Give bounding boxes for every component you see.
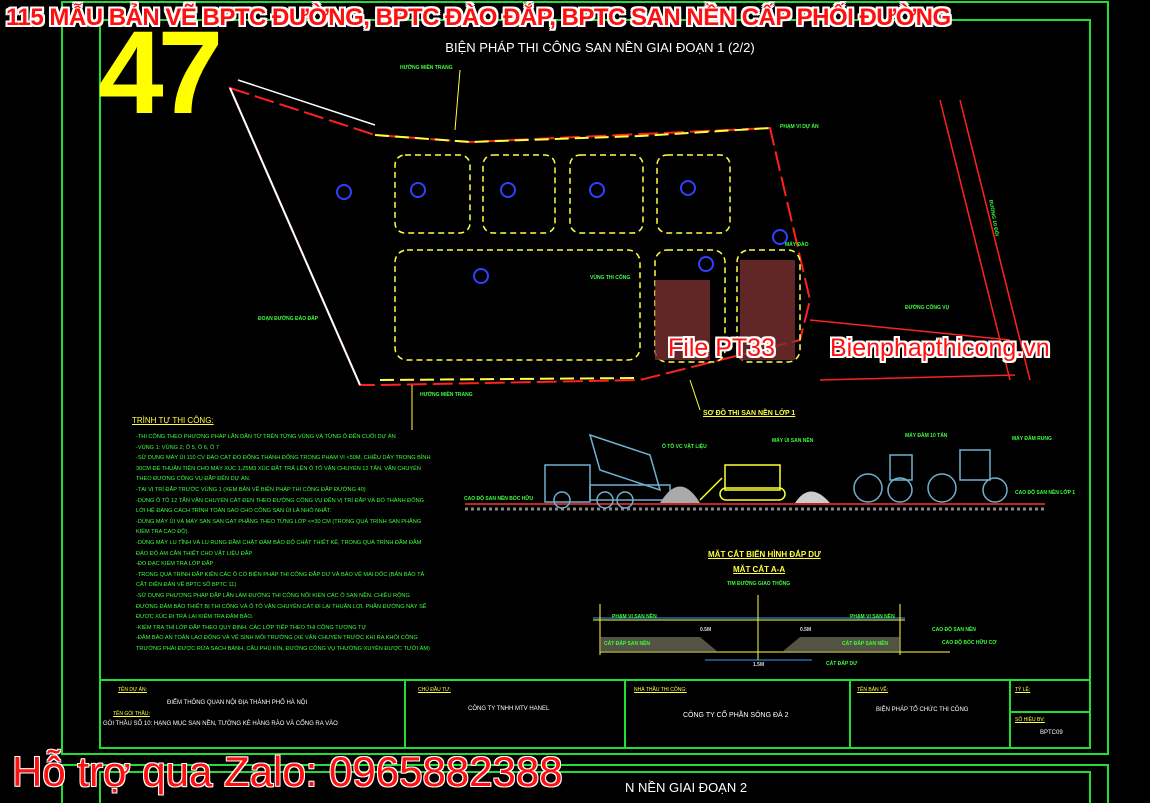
plan-label-bottom: HƯỚNG MIỀN TRANG [420,392,473,398]
section-aa [593,595,950,661]
sheet-frame [61,1,1109,803]
label-bulldozer: MÁY ỦI SAN NỀN [772,438,814,444]
step-line: ĐẢO ĐỘ ẨM CẦN THIẾT CHO VẬT LIỆU ĐẮP [136,550,253,557]
step-line: -DÙNG Ô TÔ 12 TẤN VẬN CHUYỂN CÁT ĐEN THE… [136,497,424,504]
section-level-top: CAO ĐỘ SAN NỀN [932,627,976,633]
section-subtitle: MẶT CẮT A-A [733,565,786,574]
section-level-bottom: CAO ĐỘ BÓC HỮU CƠ [942,640,997,646]
step-line: -KIỂM TRA THÍ LỚP ĐẮP THEO QUY ĐỊNH. CÁC… [136,624,367,631]
section-dim-right: 0.5M [800,627,812,633]
step-line: -THI CÔNG THEO PHƯƠNG PHÁP LẤN DẦN TỪ TR… [136,434,396,440]
file-label: File PT33 [668,334,775,362]
step-line: CẮT DIỆN ĐẢN VỀ BPTC SỐ BPTC 11) [136,582,237,589]
tb-owner-label: CHỦ ĐẦU TƯ: [418,687,451,693]
section-right-fill: CÁT ĐẮP SAN NỀN [842,641,889,647]
section-left-range: PHẠM VI SAN NỀN [612,614,657,620]
drawing-number-badge: 47 [98,7,223,139]
zone-markers [336,180,788,284]
step-line: -ĐO ĐẠC KIỂM TRA LỚP ĐẮP [136,561,214,568]
section-dim-bottom: 1.5M [753,662,765,668]
step-line: THEO ĐƯỜNG CÔNG VỤ ĐẮP ĐẾN DỰ ÁN. [136,476,251,483]
plan-label-service-road: ĐƯỜNG CÔNG VỤ [905,305,950,311]
website-label: Bienphapthicong.vn [830,334,1050,362]
tb-drawing: BIỆN PHÁP TỔ CHỨC THI CÔNG [876,707,969,713]
step-line: LỚI HỆ ĐÀNG CÁCH TRÌNH TOÀN SAO CHO CÔNG… [136,508,332,515]
step-line: -DÙNG MÁY LU TĨNH VÀ LU RUNG ĐẦM CHẶT ĐẢ… [136,539,422,546]
tb-number-label: SỐ HIỆU BV: [1015,717,1045,723]
step-line: KIỂM TRA CAO ĐỘ). [136,529,190,536]
step-line: -TẠI VỊ TRÍ ĐẮP TRƯỚC VÙNG 1 (XEM BẢN VẼ… [136,486,366,493]
section-center-label: TIM ĐƯỜNG GIAO THÔNG [727,581,791,587]
label-roller-10t: MÁY ĐẦM 10 TẤN [905,433,948,439]
step-line: -SỬ DỤNG PHƯƠNG PHÁP ĐẮP LẤN LÀM ĐƯỜNG T… [136,592,410,599]
step-line: TRƯỜNG PHẢI ĐƯỢC RỬA SẠCH BÁNH, CÂU PHỦ … [136,645,430,652]
step-line: -ĐẢM BẢO AN TOÀN LAO ĐỘNG VÀ VỆ SINH MÔI… [136,635,418,642]
section-left-fill: CÁT ĐẮP SAN NỀN [604,641,651,647]
step-line: -TRONG QUÁ TRÌNH ĐẮP KIÊN CÁC Ô CÓ BIỆN … [136,571,425,578]
plan-label-top: HƯỚNG MIỀN TRANG [400,65,453,71]
promo-title: 115 MẪU BẢN VẼ BPTC ĐƯỜNG, BPTC ĐÀO ĐẮP,… [6,4,951,31]
next-sheet-title: N NỀN GIAI ĐOẠN 2 [625,780,747,795]
tb-project-label: TÊN DỰ ÁN: [118,687,147,693]
ladder-markers [411,69,701,430]
label-left-level: CAO ĐỘ SAN NỀN BÓC HỮU [464,496,534,502]
step-line: ĐƯỢC XÚC ĐI TRẢ LẠI KIỂM TRA ĐẢM BẢO. [136,614,254,621]
step-line: ĐƯỜNG ĐẢM BẢO THIẾT BỊ THI CÔNG VÀ Ô TÔ … [136,603,427,610]
construction-steps: -THI CÔNG THEO PHƯƠNG PHÁP LẤN DẦN TỪ TR… [136,432,441,654]
step-line: -VÙNG 1: VÙNG 2; Ô 5, Ô 6, Ô 7 [136,444,219,451]
step-line: -DÙNG MÁY ỦI VÀ MÁY SAN SAN GẠT PHẲNG TH… [136,518,422,525]
tb-contractor: CÔNG TY CỔ PHẦN SÔNG ĐÀ 2 [683,712,789,719]
plan-label-right: PHẠM VI DỰ ÁN [780,124,819,130]
site-plan [228,69,1031,430]
section-dim-left: 0.5M [700,627,712,633]
dump-truck [544,433,671,509]
layer-diagram-title: SƠ ĐỒ THI SAN NỀN LỚP 1 [703,410,796,417]
label-right-level: CAO ĐỘ SAN NỀN LỚP 1 [1015,490,1076,496]
drawing-title: BIỆN PHÁP THI CÔNG SAN NỀN GIAI ĐOẠN 1 (… [445,40,754,55]
tb-number: BPTC09 [1040,730,1063,736]
bulldozer [699,464,786,501]
tb-contractor-label: NHÀ THẦU THI CÔNG: [634,687,687,693]
label-vibro-roller: MÁY ĐẦM RUNG [1012,436,1052,442]
section-excess-fill: CÁT ĐẮP DƯ [826,661,858,667]
tb-drawing-label: TÊN BẢN VẼ: [857,687,889,693]
step-line: 30CM ĐỂ THUẬN TIỆN CHO MÁY XÚC 1,25M3 XÚ… [136,465,421,472]
section-right-range: PHẠM VI SAN NỀN [850,614,895,620]
tb-package-label: TÊN GÓI THẦU: [113,711,150,717]
tb-package: GÓI THẦU SỐ 10: HẠNG MỤC SAN NỀN, TƯỜNG … [103,721,338,727]
road [809,99,1031,381]
step-line: -SỬ DỤNG MÁY ỦI 110 CV ĐÀO CÁT ĐỔ ĐỐNG T… [136,455,431,462]
plan-label-zone: VÙNG THI CÔNG [590,275,631,281]
tb-project: ĐIỂM THÔNG QUAN NỘI ĐỊA THÀNH PHỐ HÀ NỘI [167,700,308,706]
plan-label-machine: MÁY ĐÀO [785,242,809,248]
zalo-support-text: Hỗ trợ qua Zalo: 0965882388 [12,748,563,795]
layer-diagram [465,433,1045,511]
plan-label-left: ĐOẠN ĐƯỜNG ĐÀO ĐẮP [258,316,319,322]
label-truck: Ô TÔ VC VẬT LIỆU [662,444,707,450]
tb-owner: CÔNG TY TNHH MTV HANEL [468,706,550,712]
rollers [853,449,1008,503]
steps-title: TRÌNH TỰ THI CÔNG: [132,416,214,425]
tb-scale-label: TỶ LỆ: [1015,687,1031,693]
section-title: MẶT CẮT BIỂN HÌNH ĐẮP DƯ [708,550,821,559]
